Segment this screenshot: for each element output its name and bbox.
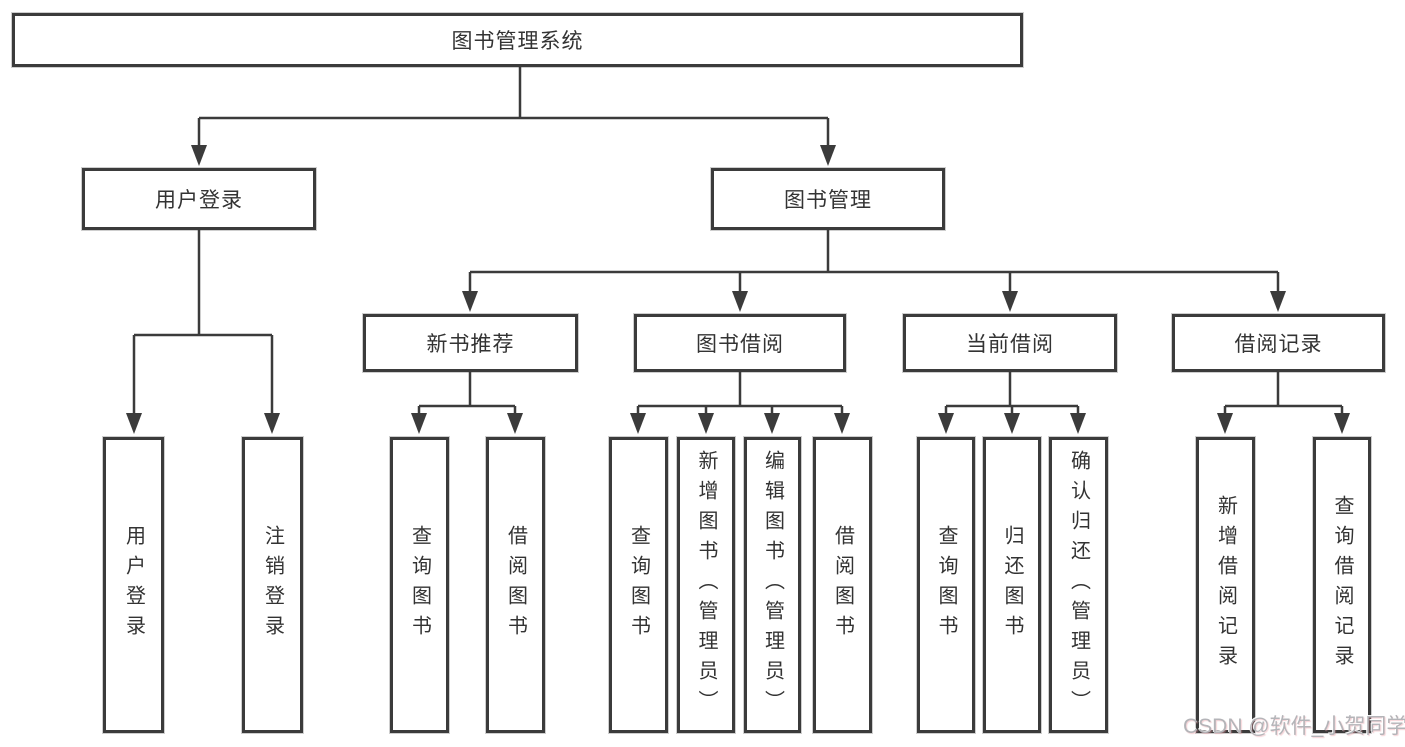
node-user-login: 用户登录 xyxy=(82,168,316,230)
leaf-query-book: 查询图书 xyxy=(609,437,668,733)
node-book-borrow: 图书借阅 xyxy=(634,314,846,372)
leaf-borrow-book: 借阅图书 xyxy=(813,437,872,733)
leaf-query-borrow-record: 查询借阅记录 xyxy=(1313,437,1371,733)
arrowhead-icon xyxy=(1004,413,1020,434)
connector-new-book-branch xyxy=(417,372,517,417)
arrowhead-icon xyxy=(126,413,142,434)
leaf-logout-label: 注销登录 xyxy=(261,525,284,645)
watermark: CSDN @软件_小贺同学 xyxy=(1183,715,1405,738)
arrowheads xyxy=(126,145,1350,434)
leaf-query-book-label: 查询图书 xyxy=(408,525,431,645)
arrowhead-icon xyxy=(264,413,280,434)
arrowhead-icon xyxy=(462,291,478,312)
leaf-query-book-label: 查询图书 xyxy=(935,525,957,645)
arrowhead-icon xyxy=(630,413,646,434)
arrowhead-icon xyxy=(1217,413,1233,434)
leaf-query-book-label: 查询图书 xyxy=(627,525,650,645)
node-new-book-recommend: 新书推荐 xyxy=(363,314,578,372)
connector-borrow-record-branch xyxy=(1223,372,1344,417)
connector-current-borrow-branch xyxy=(944,372,1080,417)
node-book-management-label: 图书管理 xyxy=(784,189,872,212)
connector-root-to-level2 xyxy=(197,66,830,147)
leaf-confirm-return-admin-label: 确认归还（管理员） xyxy=(1067,450,1090,720)
arrowhead-icon xyxy=(820,145,836,166)
leaf-query-borrow-record-label: 查询借阅记录 xyxy=(1331,495,1353,675)
arrowhead-icon xyxy=(191,145,207,166)
connector-book-borrow-branch xyxy=(636,372,844,417)
leaf-return-book-label: 归还图书 xyxy=(1001,525,1023,645)
leaf-query-book: 查询图书 xyxy=(390,437,449,733)
arrowhead-icon xyxy=(834,413,850,434)
arrowhead-icon xyxy=(1334,413,1350,434)
leaf-logout: 注销登录 xyxy=(242,437,303,733)
leaf-add-book-admin-label: 新增图书（管理员） xyxy=(695,450,717,720)
node-root: 图书管理系统 xyxy=(12,13,1023,67)
leaf-borrow-book-label: 借阅图书 xyxy=(831,525,854,645)
leaf-add-borrow-record: 新增借阅记录 xyxy=(1196,437,1255,733)
node-book-management: 图书管理 xyxy=(711,168,945,230)
leaf-add-book-admin: 新增图书（管理员） xyxy=(677,437,735,733)
arrowhead-icon xyxy=(1002,291,1018,312)
node-borrow-record: 借阅记录 xyxy=(1172,314,1385,372)
node-current-borrow-label: 当前借阅 xyxy=(966,333,1054,356)
arrowhead-icon xyxy=(764,413,780,434)
node-root-label: 图书管理系统 xyxy=(451,30,584,53)
arrowhead-icon xyxy=(732,291,748,312)
node-current-borrow: 当前借阅 xyxy=(903,314,1117,372)
connector-book-management-branch xyxy=(468,230,1280,293)
arrowhead-icon xyxy=(698,413,714,434)
connector-user-login-branch xyxy=(132,230,274,415)
node-user-login-label: 用户登录 xyxy=(155,189,243,212)
leaf-user-login: 用户登录 xyxy=(103,437,164,733)
leaf-borrow-book-label: 借阅图书 xyxy=(504,525,527,645)
arrowhead-icon xyxy=(507,413,523,434)
leaf-edit-book-admin: 编辑图书（管理员） xyxy=(744,437,801,733)
leaf-edit-book-admin-label: 编辑图书（管理员） xyxy=(761,450,784,720)
leaf-query-book: 查询图书 xyxy=(917,437,975,733)
leaf-return-book: 归还图书 xyxy=(983,437,1041,733)
node-borrow-record-label: 借阅记录 xyxy=(1234,333,1323,356)
arrowhead-icon xyxy=(1270,291,1286,312)
node-book-borrow-label: 图书借阅 xyxy=(696,333,784,356)
arrowhead-icon xyxy=(411,413,427,434)
leaf-add-borrow-record-label: 新增借阅记录 xyxy=(1214,495,1237,675)
leaf-user-login-label: 用户登录 xyxy=(122,525,145,645)
arrowhead-icon xyxy=(938,413,954,434)
leaf-confirm-return-admin: 确认归还（管理员） xyxy=(1049,437,1108,733)
node-new-book-recommend-label: 新书推荐 xyxy=(426,333,515,356)
arrowhead-icon xyxy=(1070,413,1086,434)
leaf-borrow-book: 借阅图书 xyxy=(486,437,545,733)
